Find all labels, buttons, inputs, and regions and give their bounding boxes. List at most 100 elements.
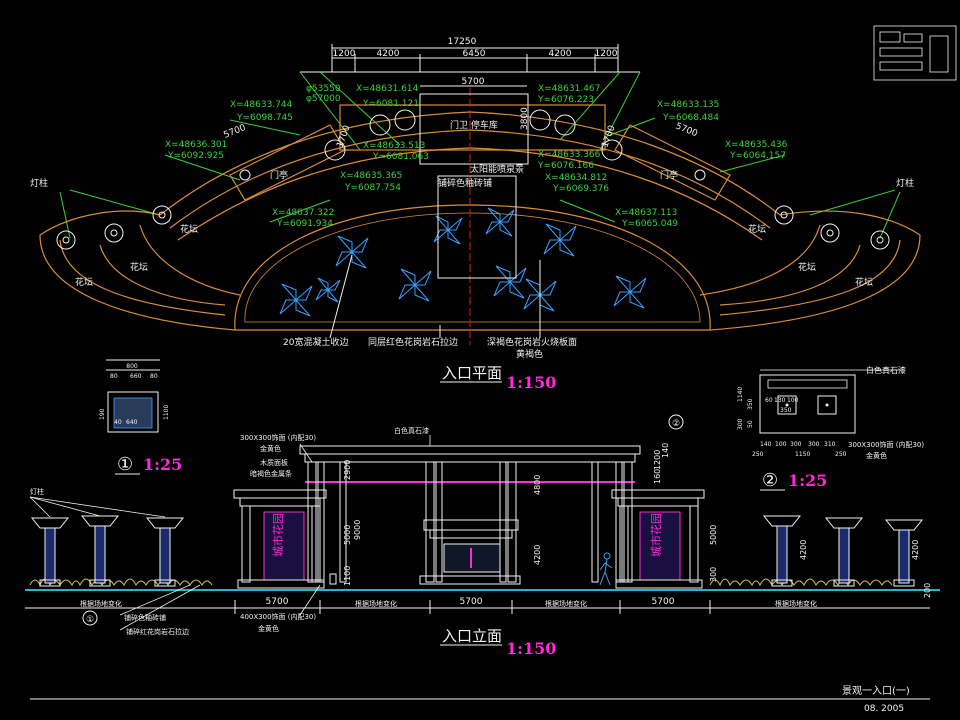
label-flower-2: 花坛 — [130, 261, 148, 273]
callout-3b: 黄褐色 — [516, 348, 543, 360]
elev-dim-300: 300 — [709, 567, 718, 582]
dim-4200-right: 4200 — [549, 49, 572, 59]
detail2-dim-h2-0: 250 — [752, 451, 764, 458]
entrance-plan: 17250 1200 4200 6450 4200 1200 5700 — [30, 37, 921, 392]
note-ground-2: 根据场地变化 — [355, 599, 397, 608]
callout-1: 20宽混凝土收边 — [283, 336, 348, 348]
coord-y-6: Y=6081.063 — [372, 152, 429, 162]
key-plan-thumbnail — [873, 25, 957, 81]
ref-circle-2 — [668, 414, 684, 430]
elevation-title: 入口立面 — [442, 627, 502, 645]
plan-top-dimensions — [300, 44, 640, 87]
elev-dim-1200: 1200 — [653, 450, 662, 470]
detail2-dim-h-3: 300 — [808, 441, 820, 448]
dim-1200-right: 1200 — [595, 49, 618, 59]
gate-main-box — [419, 93, 529, 165]
detail1-dim-640: 640 — [126, 419, 138, 426]
note-top-left2: 金黄色 — [260, 444, 281, 453]
label-paving: 铺碎色釉砖铺 — [438, 177, 492, 189]
detail2-dim-in-2: 100 — [787, 397, 799, 404]
coord-y-3: Y=6076.223 — [537, 95, 594, 105]
plan-title: 入口平面 — [442, 364, 502, 382]
coord-y-2: Y=6081.121 — [362, 99, 419, 109]
entrance-elevation: 5700 5700 5700 — [25, 414, 940, 658]
note-top-left: 300X300饰面 (内配30) — [240, 433, 316, 442]
person-figure — [599, 552, 613, 586]
detail1-dim-80a: 80 — [110, 373, 118, 380]
plan-paving-motifs — [279, 207, 647, 317]
coordinate-labels: X=48633.744 Y=6098.745 X=48631.614 Y=608… — [165, 84, 788, 229]
coord-x-8: X=48635.365 — [340, 171, 402, 181]
label-lamp-right: 灯柱 — [896, 177, 914, 189]
coordinate-leaders — [59, 71, 901, 239]
detail2-dim-h2-1: 1150 — [795, 451, 810, 458]
shrubs — [29, 578, 893, 587]
note-bottom-4: 金黄色 — [258, 624, 279, 633]
left-pavilion — [233, 489, 327, 589]
elev-dim-160: 160 — [653, 469, 662, 484]
label-flower-3: 花坛 — [75, 276, 93, 288]
diameter-1: φ53550 — [306, 84, 341, 94]
ref-1: ① — [86, 615, 94, 625]
elev-dim-right: 5700 — [652, 597, 675, 607]
label-lamp-left: 灯柱 — [30, 177, 48, 189]
coord-y-8: Y=6087.754 — [344, 183, 401, 193]
coord-x-2: X=48631.614 — [356, 84, 419, 94]
elev-dim-4800: 4800 — [533, 475, 542, 495]
coord-x-12: X=48637.113 — [615, 208, 677, 218]
detail1-ref: ① — [117, 454, 133, 475]
note-mid-left2: 暗褐色金属条 — [250, 469, 292, 478]
detail2-note-bottom2: 金黄色 — [866, 451, 887, 460]
dim-total: 17250 — [448, 37, 477, 47]
elev-dim-200: 200 — [923, 583, 932, 598]
detail2-dim-h-0: 140 — [760, 441, 772, 448]
lamp-column-4 — [762, 515, 802, 587]
detail2-dim-h-2: 300 — [790, 441, 802, 448]
detail2-dim-h-1: 100 — [775, 441, 787, 448]
detail1-dim-40: 40 — [114, 419, 122, 426]
lamp-columns — [30, 515, 924, 587]
detail2-dim-in-3: 350 — [780, 407, 792, 414]
detail2-dim-v-1: 350 — [747, 398, 754, 410]
coord-y-4: Y=6068.484 — [662, 113, 719, 123]
plan-lamp-posts — [56, 205, 890, 250]
center-feature-box — [437, 175, 517, 279]
detail1-side-1100: 1100 — [163, 405, 170, 420]
detail2-scale: 1:25 — [788, 471, 827, 490]
coord-y-9: Y=6076.166 — [537, 161, 594, 171]
coord-x-5: X=48636.301 — [165, 140, 227, 150]
dim-ticks — [234, 600, 711, 614]
elevation-scale: 1:150 — [506, 639, 556, 658]
callout-3: 深褐色花岗岩火烧板面 — [487, 336, 577, 348]
lamp-column-3 — [145, 517, 185, 587]
detail2-note-bottom: 300X300饰面 (内配30) — [848, 440, 924, 449]
label-flower-5: 花坛 — [798, 261, 816, 273]
detail2-dim-in-1: 130 — [774, 397, 786, 404]
note-ground-4: 根据场地变化 — [775, 599, 817, 608]
coord-x-9: X=48633.366 — [538, 150, 601, 160]
detail2-dim-v-3: 300 — [737, 418, 744, 430]
drawing-title: 景观一入口(一) — [842, 685, 910, 697]
detail-2: 白色真石漆 300X300饰面 (内配30) 金黄色 140 100 300 3… — [737, 365, 924, 491]
plan-labels: 门卫 停车库 太阳能喷泉景 铺碎色釉砖铺 门亭 门亭 灯柱 灯柱 花坛 花坛 花… — [30, 119, 914, 360]
coord-y-10: Y=6069.376 — [552, 184, 609, 194]
label-gate-main: 门卫 停车库 — [450, 119, 498, 131]
detail2-dim-h2-2: 250 — [835, 451, 847, 458]
detail1-dim-80b: 80 — [150, 373, 158, 380]
label-flower-4: 花坛 — [748, 223, 766, 235]
detail-1: 800 80 660 80 640 40 190 1100 ① 1:25 — [99, 359, 182, 475]
elev-dim-center: 5700 — [460, 597, 483, 607]
coord-x-1: X=48633.744 — [230, 100, 293, 110]
sign-left: 城市花园 — [271, 513, 285, 557]
right-pavilion — [611, 489, 705, 589]
detail2-dim-h-4: 310 — [824, 441, 836, 448]
elevation-leaders — [29, 435, 431, 631]
coord-y-11: Y=6091.934 — [276, 219, 333, 229]
note-bottom-1: 铺碎色釉砖铺 — [124, 613, 166, 622]
drawing-date: 08. 2005 — [864, 704, 904, 714]
label-center: 太阳能喷泉景 — [470, 163, 524, 175]
detail2-dim-in-0: 60 — [765, 397, 773, 404]
elev-dim-2900: 2900 — [343, 460, 352, 480]
note-lamp: 灯柱 — [30, 487, 44, 496]
note-ground-1: 根据场地变化 — [80, 599, 122, 608]
